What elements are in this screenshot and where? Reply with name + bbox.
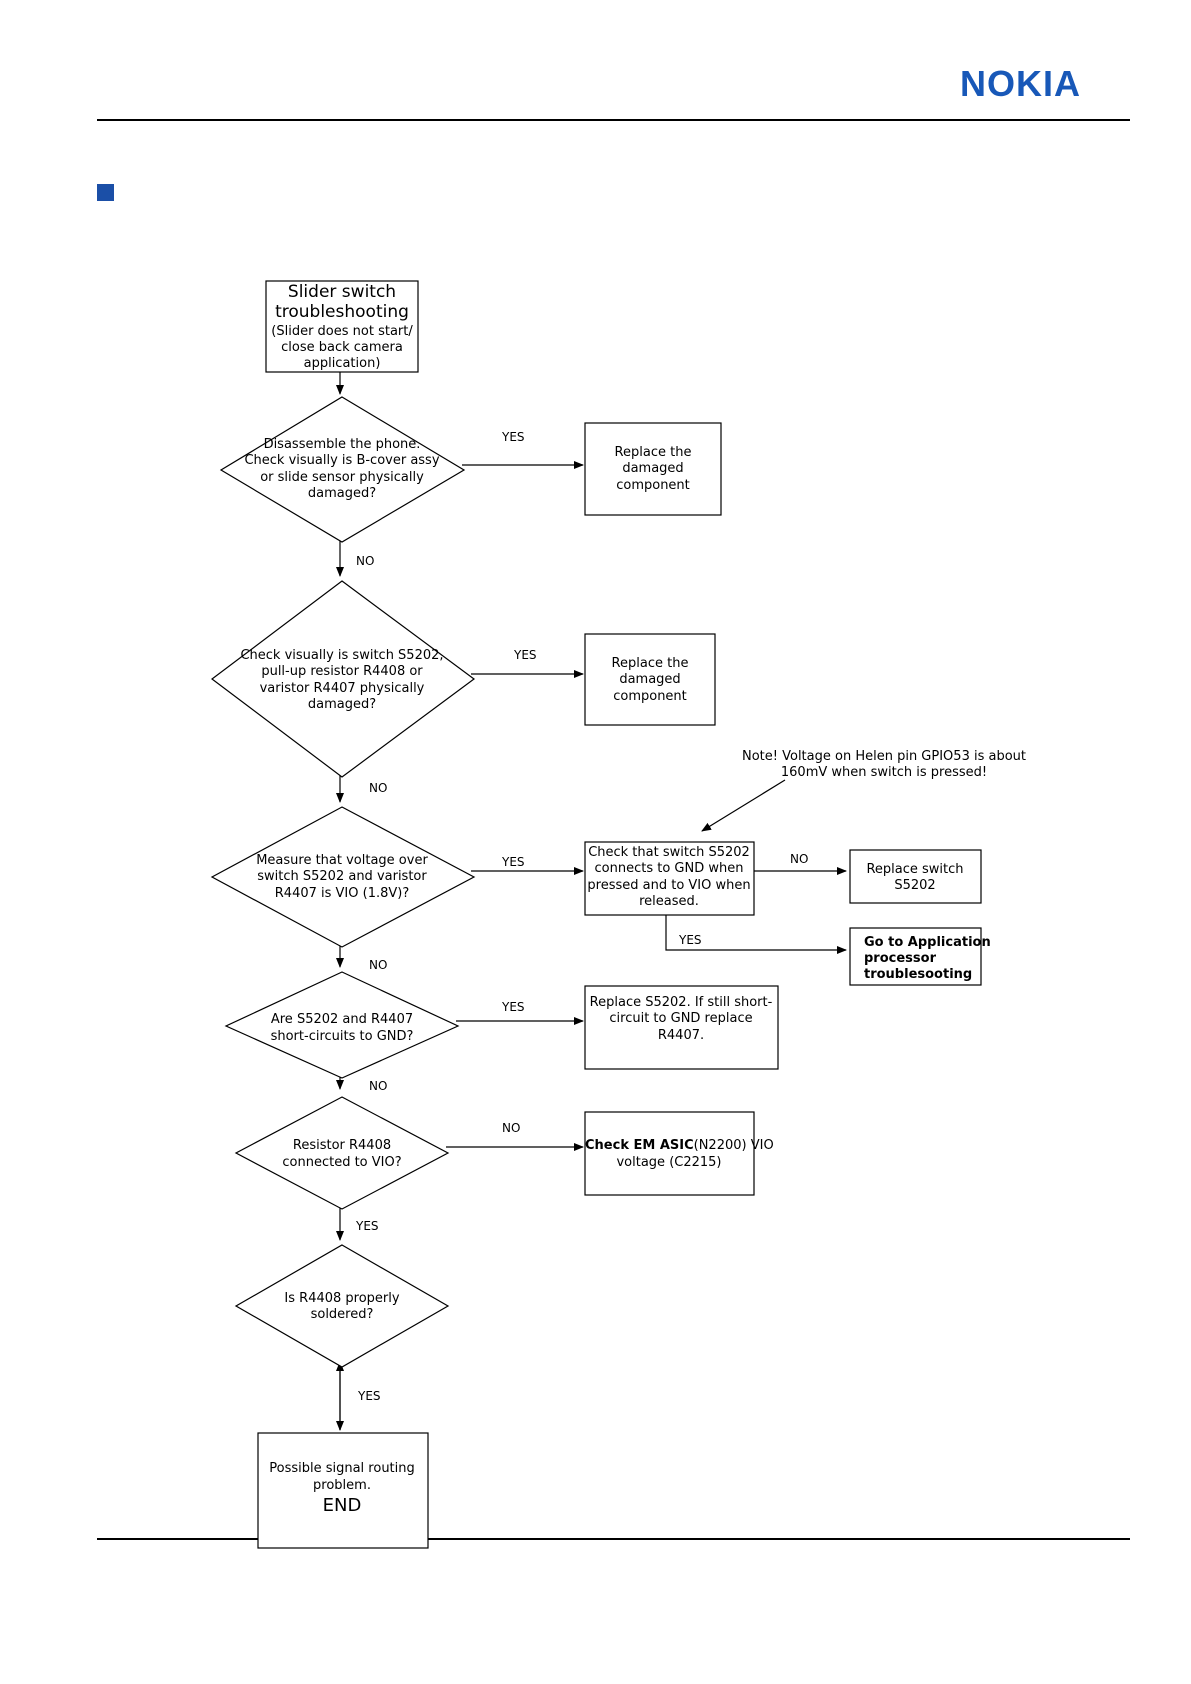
svg-text:damaged: damaged bbox=[622, 461, 683, 476]
check-switch-box: Check that switch S5202 connects to GND … bbox=[584, 841, 755, 916]
label-no-4: NO bbox=[369, 1079, 387, 1093]
svg-text:circuit to GND replace: circuit to GND replace bbox=[609, 1011, 752, 1026]
note-gpio53: Note! Voltage on Helen pin GPIO53 is abo… bbox=[742, 749, 1026, 780]
svg-text:160mV when switch is pressed!: 160mV when switch is pressed! bbox=[781, 765, 987, 780]
replace-component-box-1: Replace the damaged component bbox=[584, 422, 722, 516]
svg-text:Is R4408 properly: Is R4408 properly bbox=[284, 1291, 399, 1306]
svg-text:or slide sensor physically: or slide sensor physically bbox=[260, 470, 424, 485]
label-no-2: NO bbox=[369, 781, 387, 795]
svg-text:troubleshooting: troubleshooting bbox=[275, 302, 409, 322]
replace-switch-box: Replace switch S5202 bbox=[849, 849, 982, 904]
label-no-1: NO bbox=[356, 554, 374, 568]
svg-text:R4407.: R4407. bbox=[658, 1028, 704, 1043]
check-em-asic-box: Check EM ASIC(N2200) VIO voltage (C2215) bbox=[584, 1111, 774, 1196]
svg-text:Check EM ASIC(N2200) VIO: Check EM ASIC(N2200) VIO bbox=[585, 1138, 774, 1153]
svg-text:Possible signal routing: Possible signal routing bbox=[269, 1461, 415, 1476]
decision-soldered: Is R4408 properly soldered? bbox=[234, 1244, 450, 1368]
svg-text:Check visually is switch S5202: Check visually is switch S5202, bbox=[240, 648, 443, 663]
svg-text:Check visually is B-cover assy: Check visually is B-cover assy bbox=[244, 453, 439, 468]
svg-text:(Slider does not start/: (Slider does not start/ bbox=[271, 324, 413, 339]
header-rule bbox=[97, 119, 1130, 121]
svg-text:released.: released. bbox=[639, 894, 699, 909]
svg-text:R4407 is VIO (1.8V)?: R4407 is VIO (1.8V)? bbox=[275, 886, 409, 901]
svg-text:Check that switch S5202: Check that switch S5202 bbox=[588, 845, 750, 860]
label-yes-3: YES bbox=[501, 855, 525, 869]
svg-text:Replace the: Replace the bbox=[612, 656, 689, 671]
svg-text:END: END bbox=[323, 1495, 362, 1516]
svg-text:damaged?: damaged? bbox=[308, 697, 376, 712]
label-no-5: NO bbox=[502, 1121, 520, 1135]
edge-labels: YES NO YES NO YES NO YES NO YES NO NO YE… bbox=[355, 430, 808, 1403]
svg-text:Replace S5202. If still short-: Replace S5202. If still short- bbox=[590, 995, 773, 1010]
svg-text:soldered?: soldered? bbox=[311, 1307, 374, 1322]
svg-text:damaged: damaged bbox=[619, 672, 680, 687]
svg-text:pull-up resistor R4408 or: pull-up resistor R4408 or bbox=[261, 664, 423, 679]
section-bullet bbox=[97, 184, 114, 201]
svg-text:S5202: S5202 bbox=[894, 878, 935, 893]
svg-text:Disassemble the phone.: Disassemble the phone. bbox=[264, 437, 421, 452]
svg-text:Measure that voltage over: Measure that voltage over bbox=[256, 853, 428, 868]
svg-text:Slider switch: Slider switch bbox=[288, 282, 396, 302]
decision-resistor-vio: Resistor R4408 connected to VIO? bbox=[234, 1096, 450, 1210]
svg-text:close back camera: close back camera bbox=[281, 340, 403, 355]
svg-text:varistor R4407 physically: varistor R4407 physically bbox=[260, 681, 425, 696]
svg-text:component: component bbox=[616, 478, 690, 493]
decision-short-circuit: Are S5202 and R4407 short-circuits to GN… bbox=[224, 971, 460, 1079]
nokia-logo: NOKIA bbox=[960, 63, 1081, 104]
svg-text:processor: processor bbox=[864, 951, 937, 966]
label-no-check: NO bbox=[790, 852, 808, 866]
svg-text:Note! Voltage on Helen pin GPI: Note! Voltage on Helen pin GPIO53 is abo… bbox=[742, 749, 1026, 764]
svg-text:Go to Application: Go to Application bbox=[864, 935, 991, 950]
replace-component-box-2: Replace the damaged component bbox=[584, 633, 716, 726]
replace-s5202-box: Replace S5202. If still short- circuit t… bbox=[584, 985, 779, 1070]
decision-b-cover: Disassemble the phone. Check visually is… bbox=[219, 396, 466, 543]
decision-measure-voltage: Measure that voltage over switch S5202 a… bbox=[210, 806, 476, 948]
svg-text:application): application) bbox=[304, 356, 381, 371]
label-no-3: NO bbox=[369, 958, 387, 972]
decision-switch-visual: Check visually is switch S5202, pull-up … bbox=[211, 580, 476, 778]
svg-text:Resistor R4408: Resistor R4408 bbox=[293, 1138, 391, 1153]
label-yes-5: YES bbox=[355, 1219, 379, 1233]
svg-text:short-circuits to GND?: short-circuits to GND? bbox=[271, 1029, 414, 1044]
svg-text:switch S5202 and varistor: switch S5202 and varistor bbox=[257, 869, 427, 884]
svg-text:Are S5202 and R4407: Are S5202 and R4407 bbox=[271, 1012, 413, 1027]
svg-text:connected to VIO?: connected to VIO? bbox=[282, 1155, 401, 1170]
edge-check-app-proc bbox=[665, 908, 847, 954]
svg-text:damaged?: damaged? bbox=[308, 486, 376, 501]
svg-text:troublesooting: troublesooting bbox=[864, 967, 972, 982]
svg-text:connects to GND when: connects to GND when bbox=[595, 861, 744, 876]
end-box: Possible signal routing problem. END bbox=[257, 1432, 429, 1549]
svg-text:problem.: problem. bbox=[313, 1478, 371, 1493]
start-box: Slider switch troubleshooting (Slider do… bbox=[265, 280, 419, 373]
label-yes-4: YES bbox=[501, 1000, 525, 1014]
connectors bbox=[336, 370, 847, 1431]
svg-text:Replace switch: Replace switch bbox=[866, 862, 963, 877]
label-yes-6: YES bbox=[357, 1389, 381, 1403]
svg-text:component: component bbox=[613, 689, 687, 704]
svg-text:Replace the: Replace the bbox=[615, 445, 692, 460]
label-yes-2: YES bbox=[513, 648, 537, 662]
edge-note-check bbox=[701, 779, 786, 832]
svg-text:voltage (C2215): voltage (C2215) bbox=[616, 1155, 721, 1170]
svg-text:pressed and to VIO when: pressed and to VIO when bbox=[587, 878, 750, 893]
label-yes-1: YES bbox=[501, 430, 525, 444]
app-processor-box: Go to Application processor troublesooti… bbox=[849, 927, 991, 986]
label-yes-check: YES bbox=[678, 933, 702, 947]
footer-rule bbox=[97, 1538, 1130, 1540]
